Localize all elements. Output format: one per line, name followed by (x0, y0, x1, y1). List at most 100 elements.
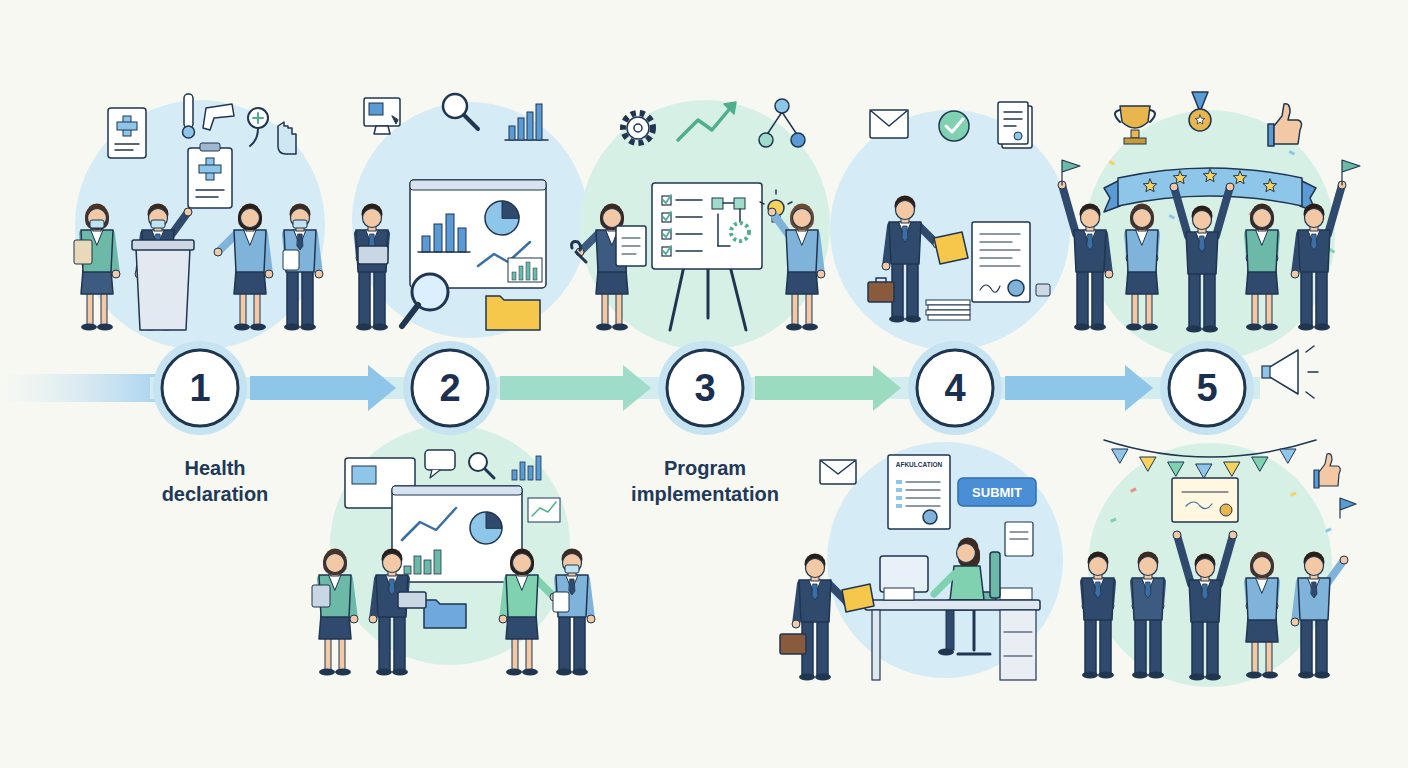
gear-icon (731, 223, 749, 241)
torso (284, 230, 316, 272)
step-number: 4 (944, 369, 965, 407)
shoe (392, 669, 408, 676)
tie (1095, 582, 1101, 598)
person-figure (356, 204, 388, 331)
torso (234, 230, 266, 272)
laptop (358, 246, 388, 264)
gear-hole (634, 124, 642, 132)
paper-stack (928, 315, 970, 320)
leg (907, 262, 918, 318)
person-figure (1126, 204, 1158, 331)
hand (315, 270, 323, 278)
tablet (553, 592, 569, 612)
trend-arrowhead (724, 102, 736, 114)
leg (1085, 618, 1096, 674)
shoe (1189, 674, 1205, 681)
torso (786, 230, 818, 272)
chart-axis (418, 251, 470, 253)
shoe (1314, 672, 1330, 679)
bullet (896, 504, 902, 508)
shoe (97, 324, 113, 331)
scene-group (74, 92, 1360, 681)
head (896, 201, 915, 220)
bunting-flag (1168, 462, 1184, 476)
head (1081, 209, 1100, 228)
shoe (284, 324, 300, 331)
chart-bar (424, 560, 431, 574)
inner-circle (667, 350, 743, 426)
leg (240, 290, 246, 326)
bunting-flag (1252, 457, 1268, 471)
leg (1266, 638, 1272, 674)
shoe (1298, 324, 1314, 331)
sound-line (1306, 392, 1314, 398)
chart-bar (458, 228, 466, 252)
megaphone (1268, 350, 1298, 394)
text-line (196, 189, 224, 191)
drawer-line (1004, 632, 1032, 633)
leg (616, 290, 622, 326)
briefcase (780, 634, 806, 654)
torso (889, 222, 921, 264)
outer-ring (658, 341, 752, 435)
step-number: 2 (439, 369, 460, 407)
folder (424, 600, 466, 628)
bunting-flag (1196, 464, 1212, 478)
network-node (759, 133, 773, 147)
confetti (1110, 517, 1117, 522)
text-line (622, 245, 640, 246)
magnifier-handle (402, 305, 418, 326)
step-circle: 2 (402, 340, 498, 436)
person-figure (1246, 552, 1278, 679)
banner (1118, 168, 1302, 206)
person-figure (1082, 552, 1114, 679)
hand (1291, 618, 1299, 626)
shirt (91, 230, 103, 245)
face-mask (151, 220, 165, 228)
inner-circle (917, 350, 993, 426)
shoe (1186, 326, 1202, 333)
head (326, 554, 345, 573)
thumbs-up-icon (1319, 454, 1340, 486)
leg (379, 615, 390, 671)
seal (1014, 132, 1022, 140)
paper-stack (928, 305, 970, 310)
easel-board (652, 183, 762, 269)
skirt (1246, 270, 1278, 294)
skirt (81, 270, 113, 294)
gear-icon (623, 113, 653, 143)
chart-bar (446, 214, 454, 252)
leg (1316, 618, 1327, 674)
shoe (335, 669, 351, 676)
person-figure (499, 549, 558, 676)
desk-top (865, 600, 1040, 610)
bunting-flag (1280, 449, 1296, 463)
shirt (244, 230, 256, 245)
medal-star (1195, 115, 1205, 124)
hand (350, 615, 358, 623)
hand (1340, 556, 1348, 564)
hand (1170, 183, 1178, 191)
folder (934, 232, 968, 264)
torso (506, 575, 538, 617)
tie (1087, 234, 1093, 250)
chart-bar (526, 262, 530, 280)
tie (812, 584, 818, 600)
sound-line (1308, 371, 1318, 373)
shoe (799, 674, 815, 681)
flow-link (717, 214, 719, 246)
tie (389, 579, 395, 595)
text-line (622, 253, 636, 254)
shoe (1262, 324, 1278, 331)
light-ray (788, 202, 792, 204)
checkbox (662, 247, 671, 256)
monitor-screen (369, 103, 383, 115)
podium (136, 248, 190, 330)
banner-star (1233, 171, 1246, 184)
flag (1062, 160, 1080, 185)
person-figure (792, 554, 851, 681)
head (1305, 209, 1324, 228)
stamp-seal (1008, 280, 1024, 296)
